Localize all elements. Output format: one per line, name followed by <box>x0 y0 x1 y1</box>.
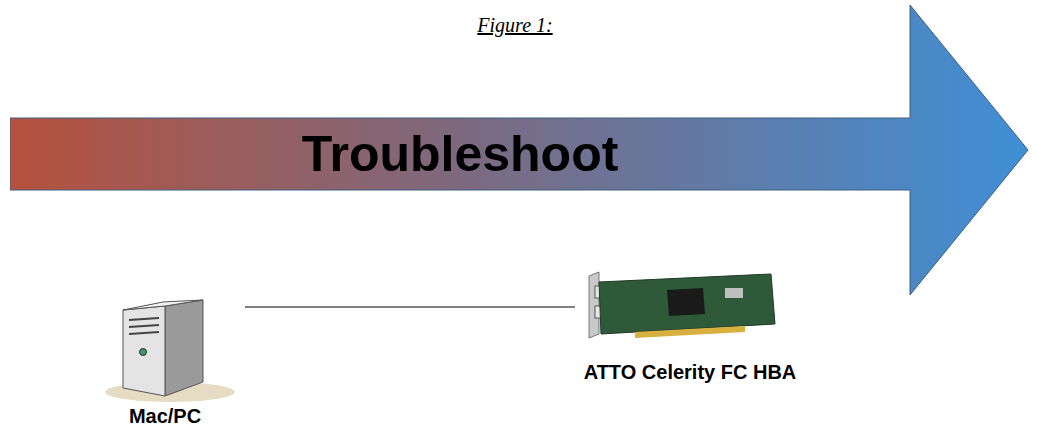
figure-title: Figure 1: <box>477 14 552 37</box>
hba-card-node: ATTO Celerity FC HBA <box>575 268 805 404</box>
card-illustration <box>575 268 805 404</box>
node-label: Troubleshoot <box>10 118 910 190</box>
node-label: ATTO Celerity FC HBA <box>575 344 805 400</box>
process-arrow: Troubleshoot <box>10 5 1030 300</box>
computer-node: Mac/PC <box>85 296 245 428</box>
connector-line <box>245 307 575 308</box>
node-label: Mac/PC <box>85 404 245 428</box>
